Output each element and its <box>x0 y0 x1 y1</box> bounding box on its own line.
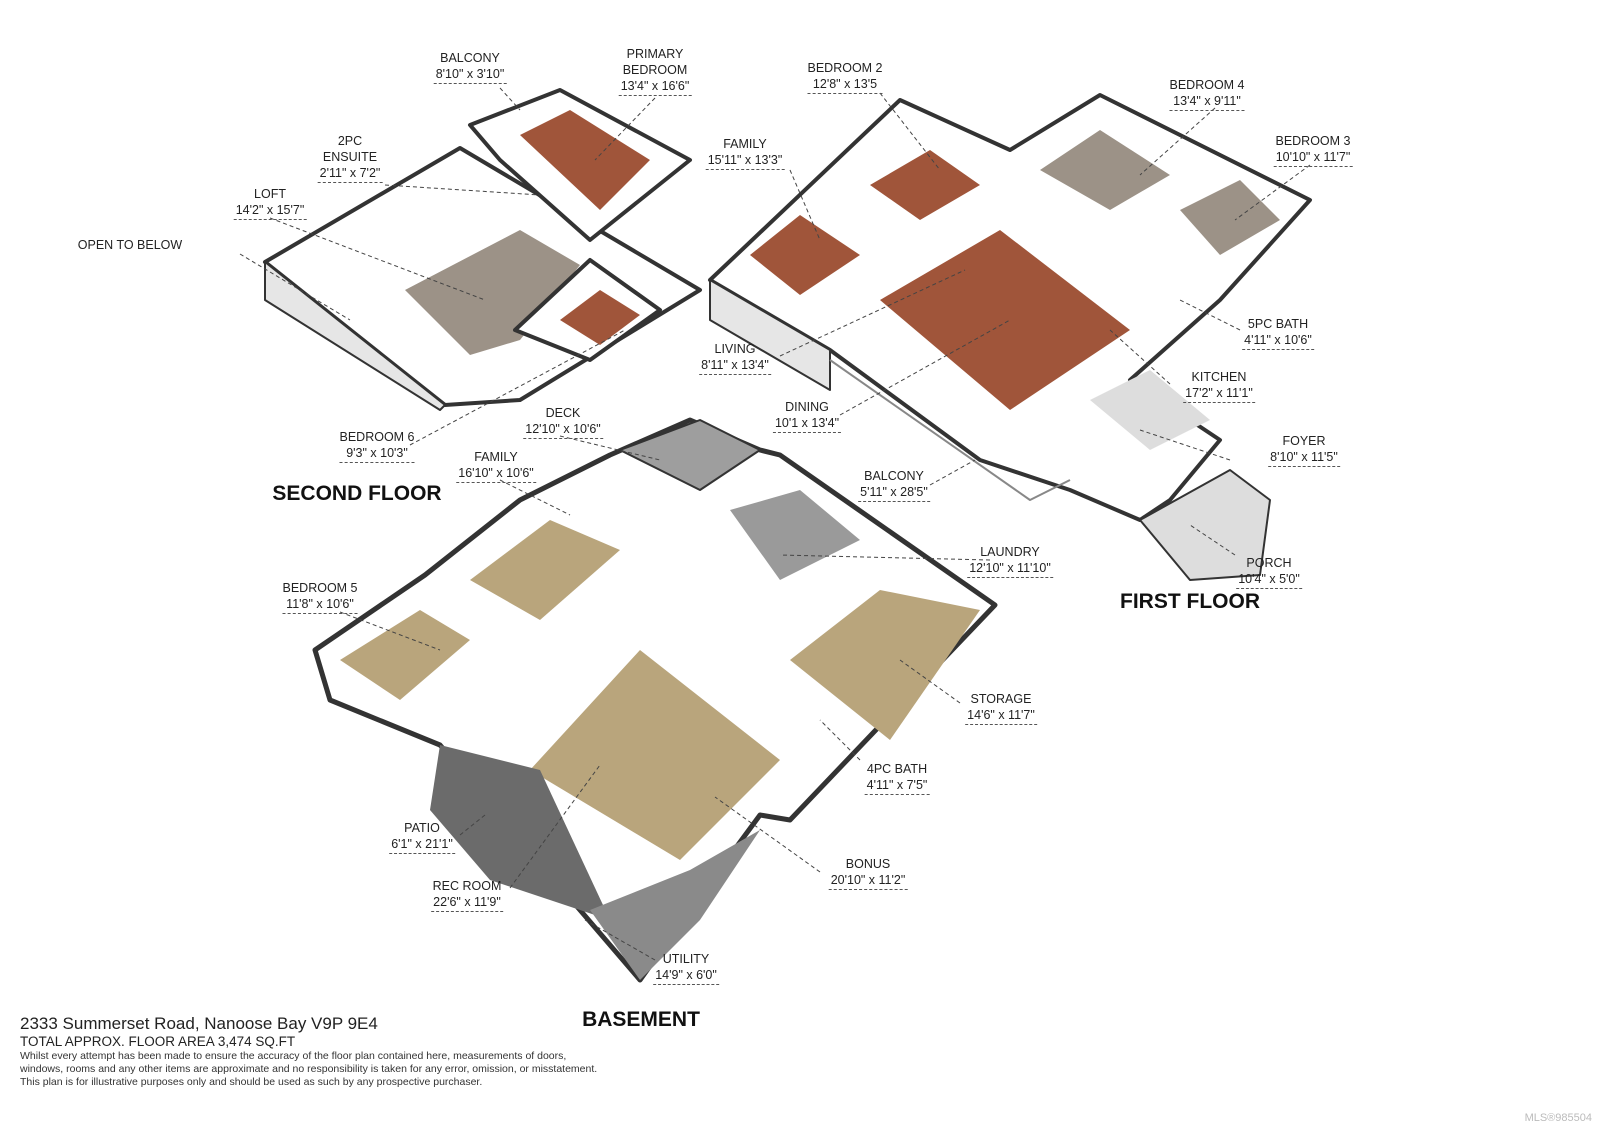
disclaimer-line: windows, rooms and any other items are a… <box>20 1063 598 1075</box>
basement-plan <box>312 417 998 983</box>
total-area: TOTAL APPROX. FLOOR AREA 3,474 SQ.FT <box>20 1034 296 1049</box>
first-floor-plan <box>708 93 1312 581</box>
second-floor-plan <box>263 88 702 411</box>
second-floor-title: SECOND FLOOR <box>272 482 442 505</box>
address: 2333 Summerset Road, Nanoose Bay V9P 9E4 <box>20 1014 378 1033</box>
first-floor-title: FIRST FLOOR <box>1120 590 1260 613</box>
leader-lines <box>239 87 1311 961</box>
disclaimer-line: Whilst every attempt has been made to en… <box>20 1050 567 1062</box>
basement-title: BASEMENT <box>582 1008 700 1031</box>
footer: 2333 Summerset Road, Nanoose Bay V9P 9E4… <box>20 1014 597 1089</box>
mls-watermark: MLS®985504 <box>1524 1112 1592 1124</box>
room-label: OPEN TO BELOW <box>77 238 183 252</box>
disclaimer-line: This plan is for illustrative purposes o… <box>20 1076 483 1088</box>
